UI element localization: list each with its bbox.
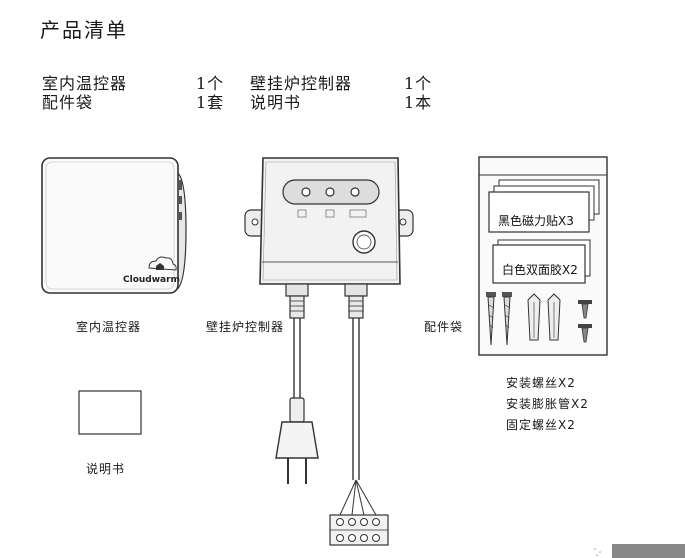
caption-bag: 配件袋	[424, 320, 464, 334]
list-item-name: 壁挂炉控制器	[250, 74, 353, 93]
thermostat-illustration: Cloudwarm	[41, 157, 187, 294]
list-item-name: 说明书	[250, 93, 302, 112]
list-item-name: 配件袋	[42, 93, 94, 112]
page-title: 产品清单	[40, 18, 128, 42]
accessory-item: 固定螺丝X2	[506, 418, 576, 432]
caption-controller: 壁挂炉控制器	[206, 320, 285, 334]
bag-label-magnet: 黑色磁力贴X3	[498, 213, 574, 228]
list-item-qty: 1个	[404, 74, 433, 93]
controller-illustration	[244, 157, 414, 546]
bag-label-tape: 白色双面胶X2	[502, 262, 578, 277]
accessory-item: 安装膨胀管X2	[506, 397, 589, 411]
list-item-qty: 1套	[196, 93, 225, 112]
manual-illustration	[78, 390, 142, 435]
corner-bar	[612, 544, 685, 558]
caption-thermostat: 室内温控器	[76, 320, 142, 334]
list-item-qty: 1个	[196, 74, 225, 93]
list-item-name: 室内温控器	[42, 74, 128, 93]
accessory-bag-illustration: 黑色磁力贴X3 白色双面胶X2	[478, 156, 608, 356]
thermostat-logo: Cloudwarm	[123, 275, 180, 285]
caption-manual: 说明书	[86, 462, 126, 476]
accessory-item: 安装螺丝X2	[506, 376, 576, 390]
list-item-qty: 1本	[404, 93, 433, 112]
